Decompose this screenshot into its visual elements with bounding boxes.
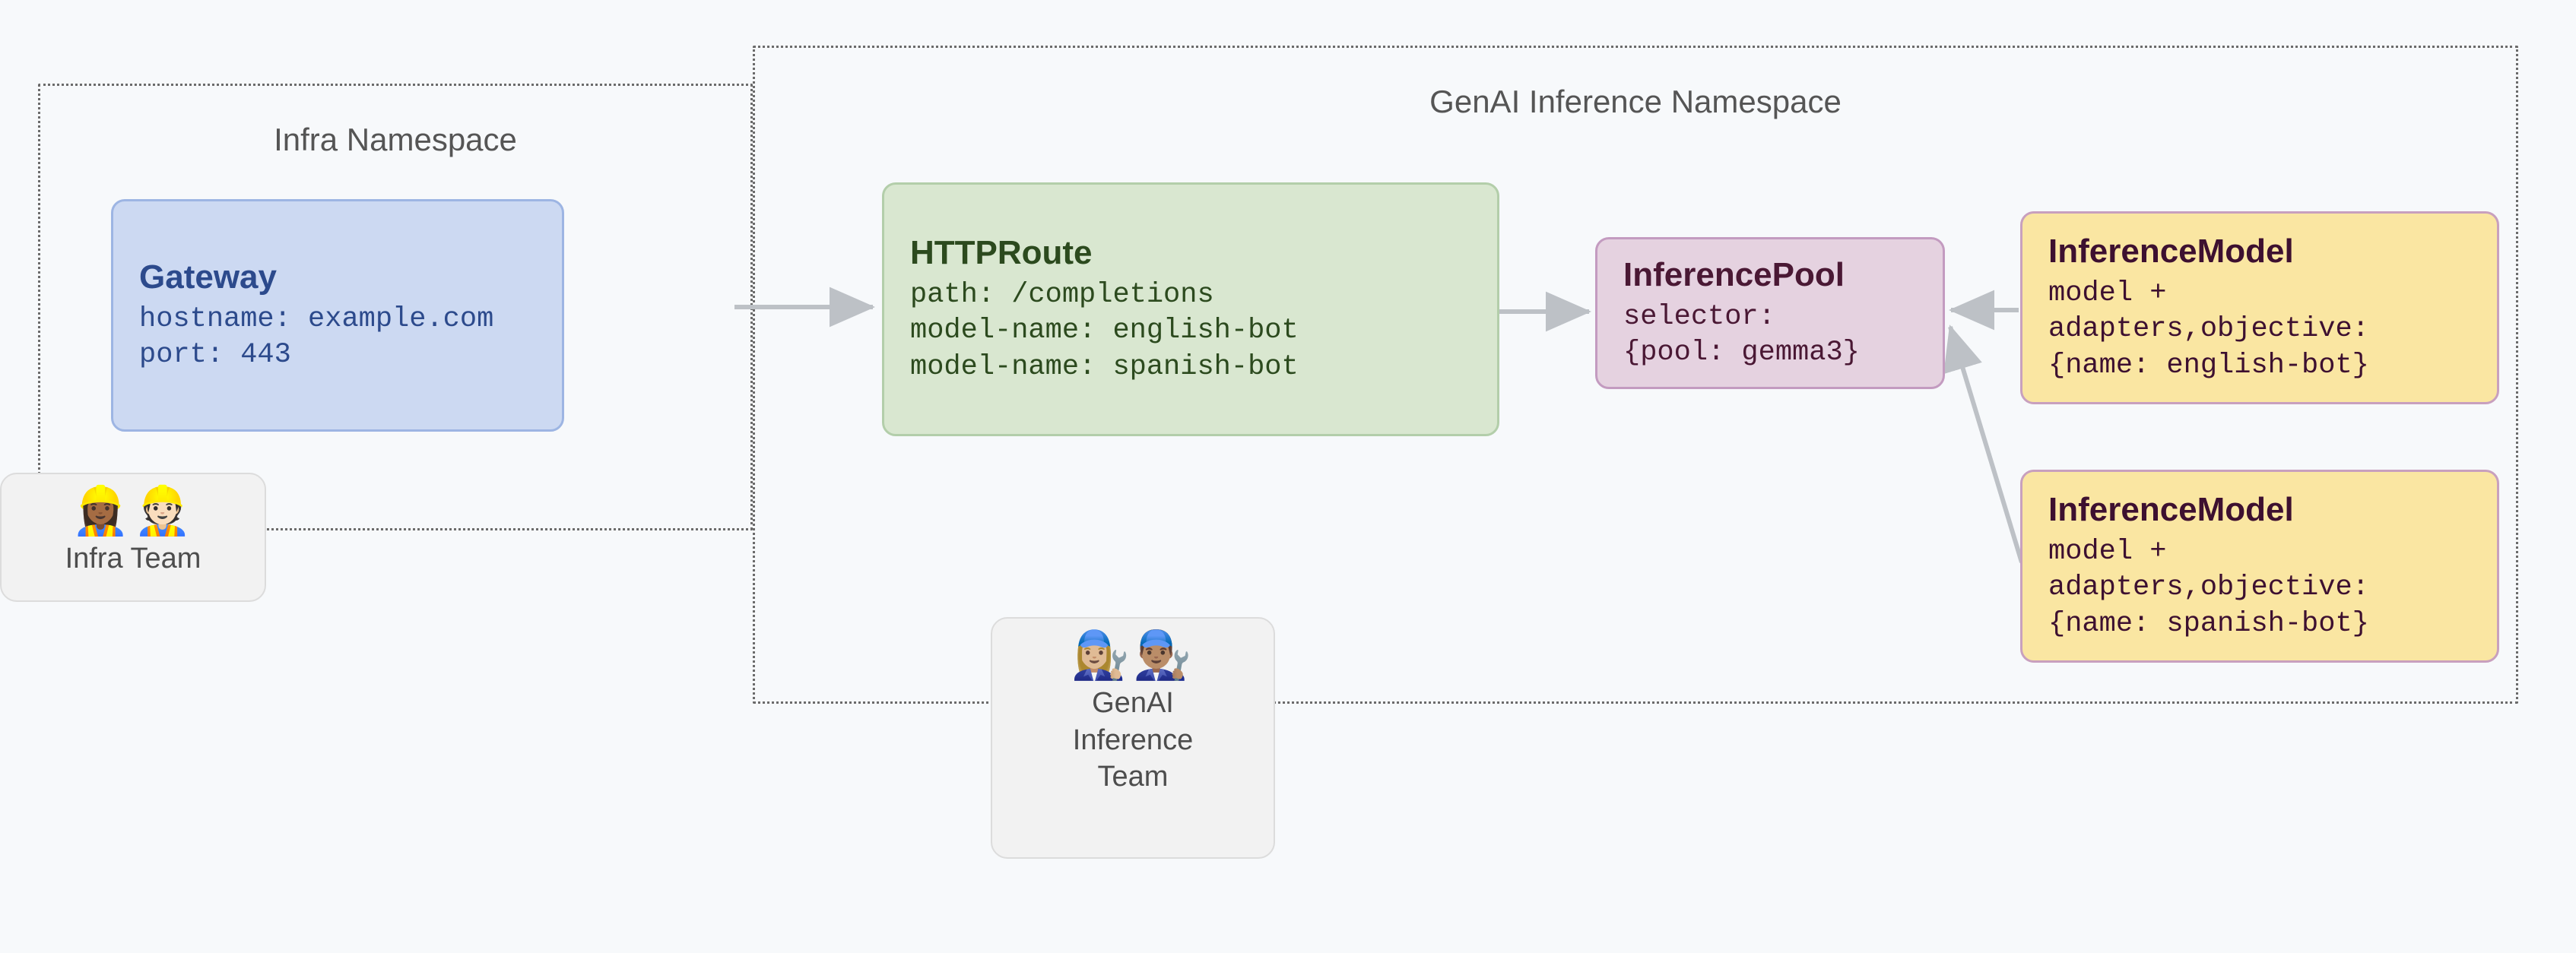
construction-worker-icons: 👷🏾‍♀️👷🏻 [71,485,195,537]
node-inferencemodel-spanish-line-name: {name: spanish-bot} [2048,607,2369,640]
node-inferencemodel-english-title: InferenceModel [2048,233,2294,271]
node-inferencemodel-english-line-model: model + [2048,277,2167,309]
namespace-infra-label: Infra Namespace [274,122,517,157]
node-gateway-line-port: port: 443 [139,338,291,371]
team-card-genai-inference-label: GenAI Inference Team [1072,687,1194,793]
node-inferencemodel-spanish[interactable]: InferenceModel model + adapters,objectiv… [2020,470,2499,663]
node-inferencemodel-english-line-adapters: adapters,objective: [2048,313,2369,346]
node-gateway-title: Gateway [139,258,277,296]
node-inferencepool-line-pool: {pool: gemma3} [1623,336,1860,369]
team-card-infra-label: Infra Team [65,543,201,575]
node-httproute-line-model-english: model-name: english-bot [910,315,1299,347]
node-inferencemodel-spanish-line-model: model + [2048,535,2167,568]
node-inferencemodel-english-line-name: {name: english-bot} [2048,349,2369,382]
node-inferencemodel-spanish-title: InferenceModel [2048,491,2294,529]
node-inferencepool-title: InferencePool [1623,255,1845,293]
node-httproute-title: HTTPRoute [910,234,1093,271]
node-inferencemodel-english[interactable]: InferenceModel model + adapters,objectiv… [2020,211,2499,404]
namespace-genai-label: GenAI Inference Namespace [1429,84,1842,119]
node-inferencepool[interactable]: InferencePool selector: {pool: gemma3} [1595,237,1945,389]
node-gateway-line-hostname: hostname: example.com [139,302,494,335]
node-inferencemodel-spanish-line-adapters: adapters,objective: [2048,571,2369,604]
mechanic-icons: 👩🏼‍🔧👨🏽‍🔧 [1071,629,1195,682]
node-httproute-line-path: path: /completions [910,278,1214,311]
team-card-infra[interactable]: 👷🏾‍♀️👷🏻 Infra Team [0,473,266,602]
node-httproute[interactable]: HTTPRoute path: /completions model-name:… [882,182,1499,436]
namespace-genai [753,46,2518,704]
node-gateway[interactable]: Gateway hostname: example.com port: 443 [111,199,564,432]
node-httproute-line-model-spanish: model-name: spanish-bot [910,350,1299,383]
team-card-genai-inference[interactable]: 👩🏼‍🔧👨🏽‍🔧 GenAI Inference Team [991,617,1275,859]
node-inferencepool-line-selector: selector: [1623,300,1775,333]
